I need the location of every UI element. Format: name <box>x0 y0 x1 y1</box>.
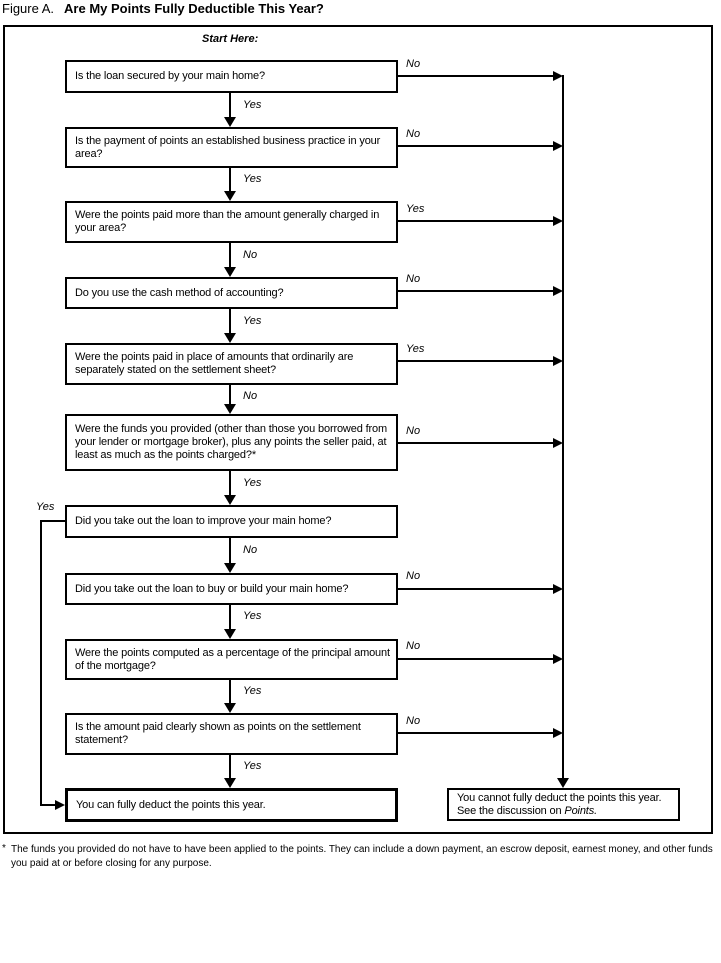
figure-title-text: Are My Points Fully Deductible This Year… <box>64 1 324 16</box>
connector-right-5 <box>398 360 553 362</box>
question-text: Is the amount paid clearly shown as poin… <box>75 721 361 746</box>
question-box-funds-provided: Were the funds you provided (other than … <box>65 414 398 471</box>
connector-down-7 <box>229 538 231 563</box>
footnote-line-2: you paid at or before closing for any pu… <box>11 857 212 869</box>
outcome-box-deductible: You can fully deduct the points this yea… <box>65 788 398 822</box>
question-text: Is the payment of points an established … <box>75 134 381 160</box>
arrowhead-right-3 <box>553 216 563 226</box>
connector-right-3 <box>398 220 553 222</box>
branch-label-down-8: Yes <box>243 610 262 622</box>
branch-label-down-7: No <box>243 544 258 556</box>
arrowhead-right-5 <box>553 356 563 366</box>
branch-label-right-8: No <box>406 570 421 582</box>
arrowhead-down-6 <box>224 495 236 505</box>
branch-label-down-2: Yes <box>243 173 262 185</box>
connector-left-exit <box>40 520 65 522</box>
branch-label-down-9: Yes <box>243 685 262 697</box>
arrowhead-right-9 <box>553 654 563 664</box>
branch-label-down-10: Yes <box>243 760 262 772</box>
question-box-more-than-charged: Were the points paid more than the amoun… <box>65 201 398 243</box>
branch-label-right-4: No <box>406 273 421 285</box>
arrowhead-right-6 <box>553 438 563 448</box>
connector-left-trunk <box>40 520 42 805</box>
branch-label-right-10: No <box>406 715 421 727</box>
connector-down-6 <box>229 471 231 495</box>
branch-label-right-9: No <box>406 640 421 652</box>
arrowhead-down-5 <box>224 404 236 414</box>
trunk-line-right <box>562 75 564 778</box>
flowchart-border <box>3 25 713 834</box>
question-box-shown-on-statement: Is the amount paid clearly shown as poin… <box>65 713 398 755</box>
connector-down-1 <box>229 93 231 117</box>
question-text: Did you take out the loan to buy or buil… <box>75 582 349 595</box>
connector-right-2 <box>398 145 553 147</box>
footnote: * The funds you provided do not have to … <box>2 843 713 870</box>
outcome-box-not-deductible: You cannot fully deduct the points this … <box>447 788 680 821</box>
connector-left-entry <box>40 804 55 806</box>
question-box-percentage-principal: Were the points computed as a percentage… <box>65 639 398 680</box>
branch-label-down-4: Yes <box>243 315 262 327</box>
outcome-text: You can fully deduct the points this yea… <box>76 798 266 811</box>
question-text: Is the loan secured by your main home? <box>75 70 265 82</box>
branch-label-down-5: No <box>243 390 258 402</box>
footnote-line-1: The funds you provided do not have to ha… <box>11 844 713 855</box>
arrowhead-right-10 <box>553 728 563 738</box>
connector-down-10 <box>229 755 231 778</box>
branch-label-right-6: No <box>406 425 421 437</box>
branch-label-down-3: No <box>243 249 258 261</box>
connector-down-4 <box>229 309 231 333</box>
branch-label-right-2: No <box>406 128 421 140</box>
question-text: Were the points paid more than the amoun… <box>75 209 380 234</box>
branch-label-right-5: Yes <box>406 343 425 355</box>
connector-down-5 <box>229 385 231 404</box>
arrowhead-down-2 <box>224 191 236 201</box>
arrowhead-right-2 <box>553 141 563 151</box>
connector-right-1 <box>398 75 553 77</box>
outcome-text-main: You cannot fully deduct the points this … <box>457 791 662 817</box>
branch-label-right-1: No <box>406 58 421 70</box>
question-box-loan-secured: Is the loan secured by your main home? <box>65 60 398 93</box>
arrowhead-right-4 <box>553 286 563 296</box>
arrowhead-down-3 <box>224 267 236 277</box>
start-here-label: Start Here: <box>202 33 259 45</box>
question-box-improve-home: Did you take out the loan to improve you… <box>65 505 398 538</box>
connector-down-9 <box>229 680 231 703</box>
figure-title: Figure A. Are My Points Fully Deductible … <box>2 1 324 16</box>
branch-label-left-7: Yes <box>36 501 55 513</box>
question-text: Were the points paid in place of amounts… <box>75 351 354 376</box>
branch-label-down-6: Yes <box>243 477 262 489</box>
question-box-buy-build-home: Did you take out the loan to buy or buil… <box>65 573 398 605</box>
arrowhead-down-7 <box>224 563 236 573</box>
footnote-marker: * <box>2 843 6 854</box>
arrowhead-down-1 <box>224 117 236 127</box>
figure-label: Figure A. <box>2 1 55 16</box>
branch-label-down-1: Yes <box>243 99 262 111</box>
outcome-text-points-ref: Points. <box>564 804 597 817</box>
connector-right-4 <box>398 290 553 292</box>
arrowhead-down-4 <box>224 333 236 343</box>
arrowhead-down-8 <box>224 629 236 639</box>
question-box-cash-method: Do you use the cash method of accounting… <box>65 277 398 309</box>
connector-right-9 <box>398 658 553 660</box>
arrowhead-down-9 <box>224 703 236 713</box>
connector-right-6 <box>398 442 553 444</box>
connector-down-2 <box>229 168 231 191</box>
question-text: Were the points computed as a percentage… <box>75 646 390 672</box>
arrowhead-right-left-route <box>55 800 65 810</box>
question-text: Were the funds you provided (other than … <box>75 423 387 461</box>
question-box-business-practice: Is the payment of points an established … <box>65 127 398 168</box>
connector-down-8 <box>229 605 231 629</box>
connector-down-3 <box>229 243 231 267</box>
question-text: Did you take out the loan to improve you… <box>75 515 332 527</box>
question-box-in-place-of-amounts: Were the points paid in place of amounts… <box>65 343 398 385</box>
arrowhead-down-10 <box>224 778 236 788</box>
connector-right-10 <box>398 732 553 734</box>
arrowhead-right-8 <box>553 584 563 594</box>
branch-label-right-3: Yes <box>406 203 425 215</box>
arrowhead-down-trunk <box>557 778 569 788</box>
question-text: Do you use the cash method of accounting… <box>75 286 284 299</box>
arrowhead-right-1 <box>553 71 563 81</box>
connector-right-8 <box>398 588 553 590</box>
outcome-text: You cannot fully deduct the points this … <box>457 792 674 818</box>
